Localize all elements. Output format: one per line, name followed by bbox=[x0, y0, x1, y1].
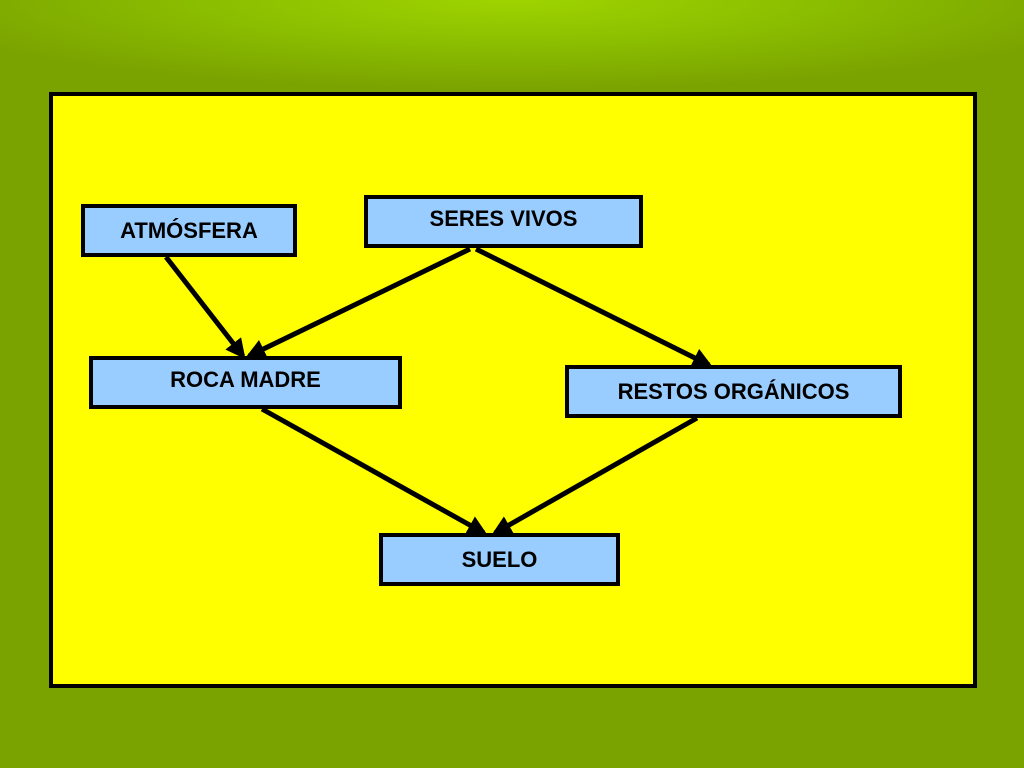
node-suelo: SUELO bbox=[379, 533, 620, 586]
arrow-roca-madre-to-suelo bbox=[260, 406, 488, 536]
node-roca-madre: ROCA MADRE bbox=[89, 356, 402, 409]
background-glow bbox=[0, 0, 1024, 90]
node-seres-vivos: SERES VIVOS bbox=[364, 195, 643, 248]
arrow-seres-vivos-to-roca-madre bbox=[245, 246, 472, 359]
node-restos-organicos: RESTOS ORGÁNICOS bbox=[565, 365, 902, 418]
arrow-restos-organicos-to-suelo bbox=[491, 415, 699, 536]
arrow-atmosfera-to-roca-madre bbox=[164, 255, 246, 360]
arrow-seres-vivos-to-restos-organicos bbox=[474, 246, 713, 368]
node-atmosfera: ATMÓSFERA bbox=[81, 204, 297, 257]
